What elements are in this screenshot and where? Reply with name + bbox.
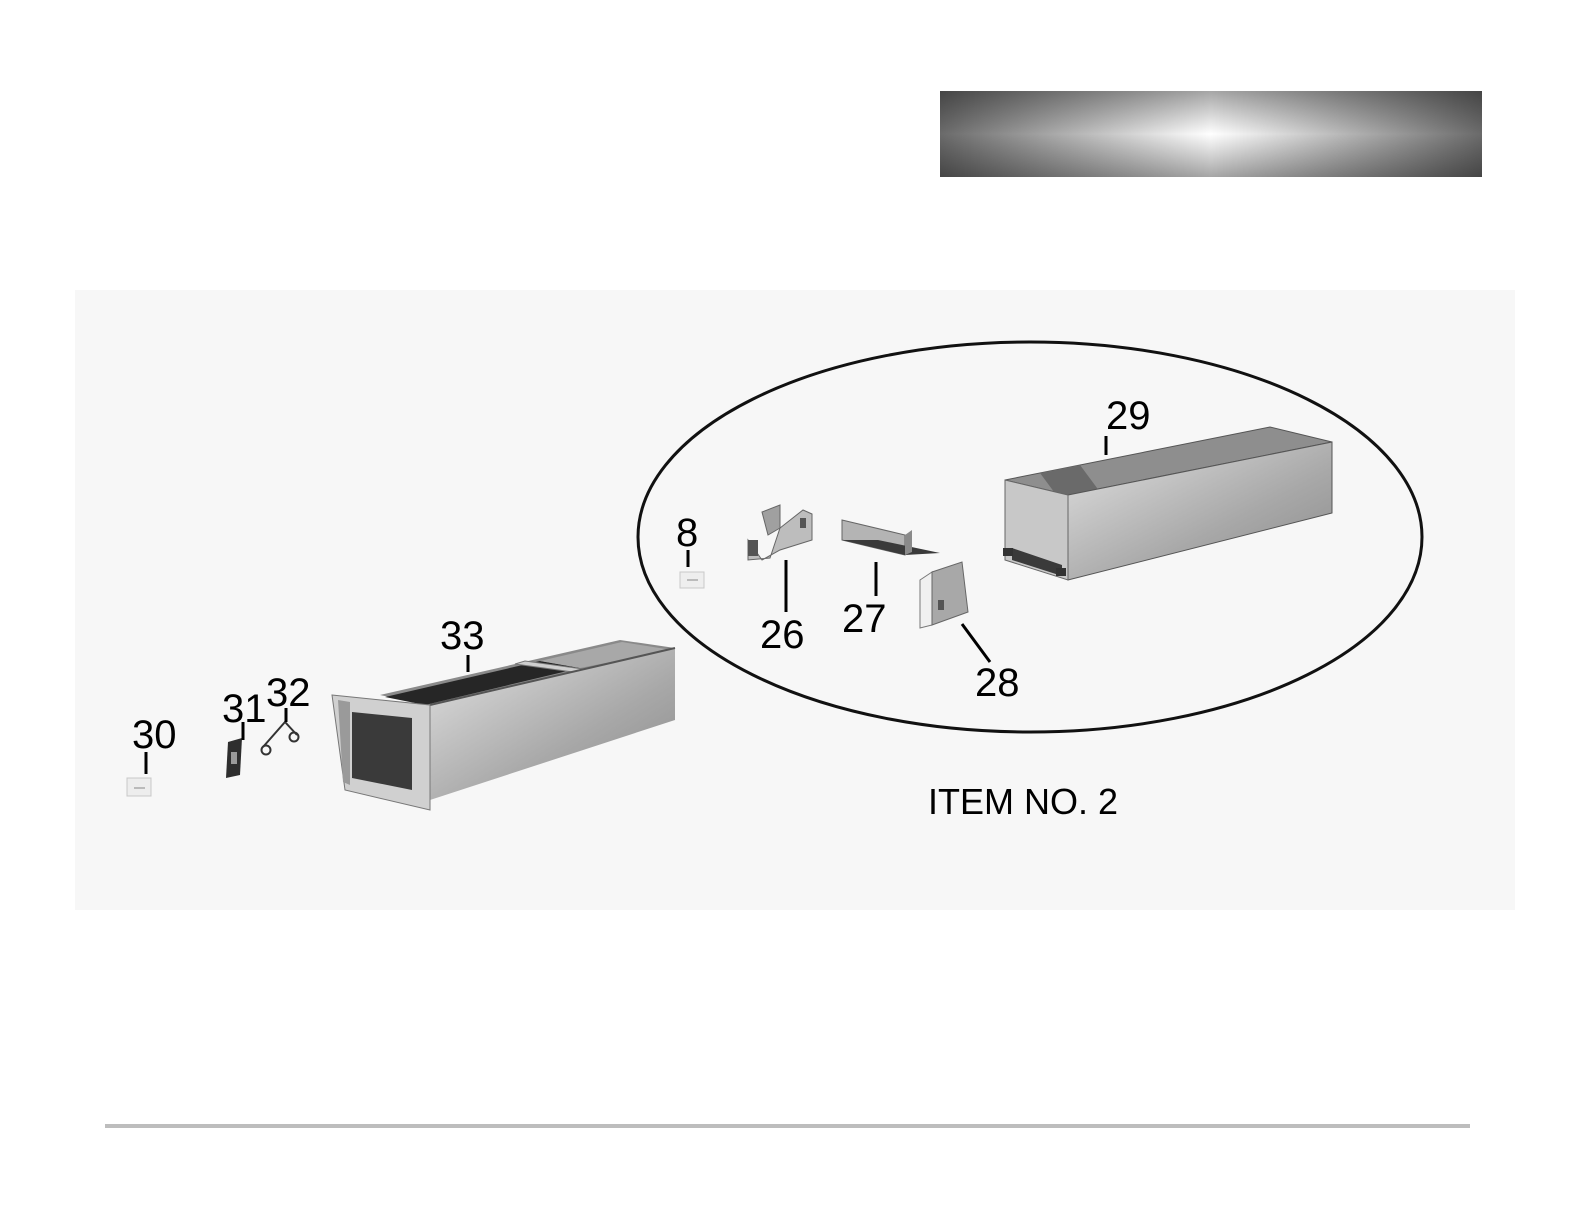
header-banner — [940, 91, 1482, 177]
callout-31: 31 — [222, 687, 267, 731]
callout-29: 29 — [1106, 394, 1151, 438]
part-31-latch — [226, 738, 242, 778]
callout-33: 33 — [440, 614, 485, 658]
callout-27: 27 — [842, 597, 887, 641]
callout-30: 30 — [132, 713, 177, 757]
callout-8: 8 — [676, 511, 698, 555]
item-caption: ITEM NO. 2 — [928, 781, 1118, 822]
callout-32: 32 — [266, 671, 311, 715]
callout-28: 28 — [975, 661, 1020, 705]
diagram-panel — [75, 290, 1515, 910]
part-30-plate — [127, 778, 151, 796]
callout-26: 26 — [760, 613, 805, 657]
part-8-plate — [680, 572, 704, 588]
